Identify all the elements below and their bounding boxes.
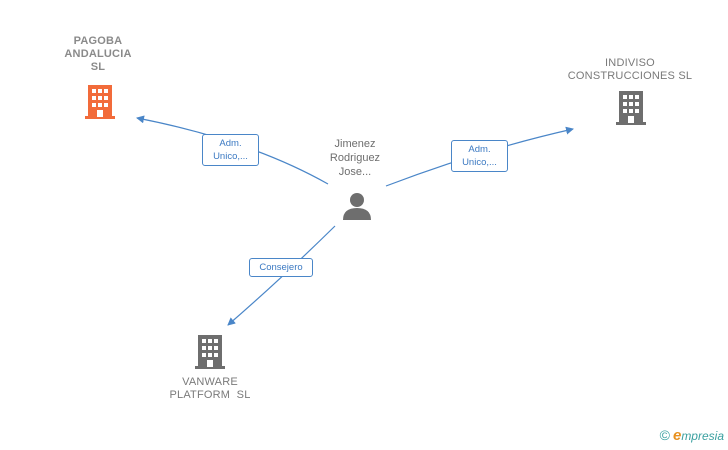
building-icon[interactable] bbox=[194, 335, 226, 369]
company-label-indiviso[interactable]: INDIVISO CONSTRUCCIONES SL bbox=[567, 57, 693, 82]
edge-label-vanware[interactable]: Consejero bbox=[249, 258, 313, 277]
company-label-pagoba[interactable]: PAGOBA ANDALUCIA SL bbox=[64, 35, 132, 73]
person-icon[interactable] bbox=[342, 191, 372, 221]
building-icon[interactable] bbox=[615, 91, 647, 125]
company-label-vanware[interactable]: VANWARE PLATFORM SL bbox=[169, 376, 251, 401]
building-icon[interactable] bbox=[84, 85, 116, 119]
edge-label-pagoba[interactable]: Adm. Unico,... bbox=[202, 134, 259, 166]
edge-line-vanware bbox=[227, 225, 336, 326]
brand-name: mpresia bbox=[681, 429, 724, 443]
edge-label-indiviso[interactable]: Adm. Unico,... bbox=[451, 140, 508, 172]
person-label[interactable]: Jimenez Rodriguez Jose... bbox=[329, 138, 381, 178]
copyright-symbol: © bbox=[659, 427, 670, 443]
brand-initial: e bbox=[672, 427, 682, 444]
brand-logo: ©empresia bbox=[660, 427, 724, 444]
